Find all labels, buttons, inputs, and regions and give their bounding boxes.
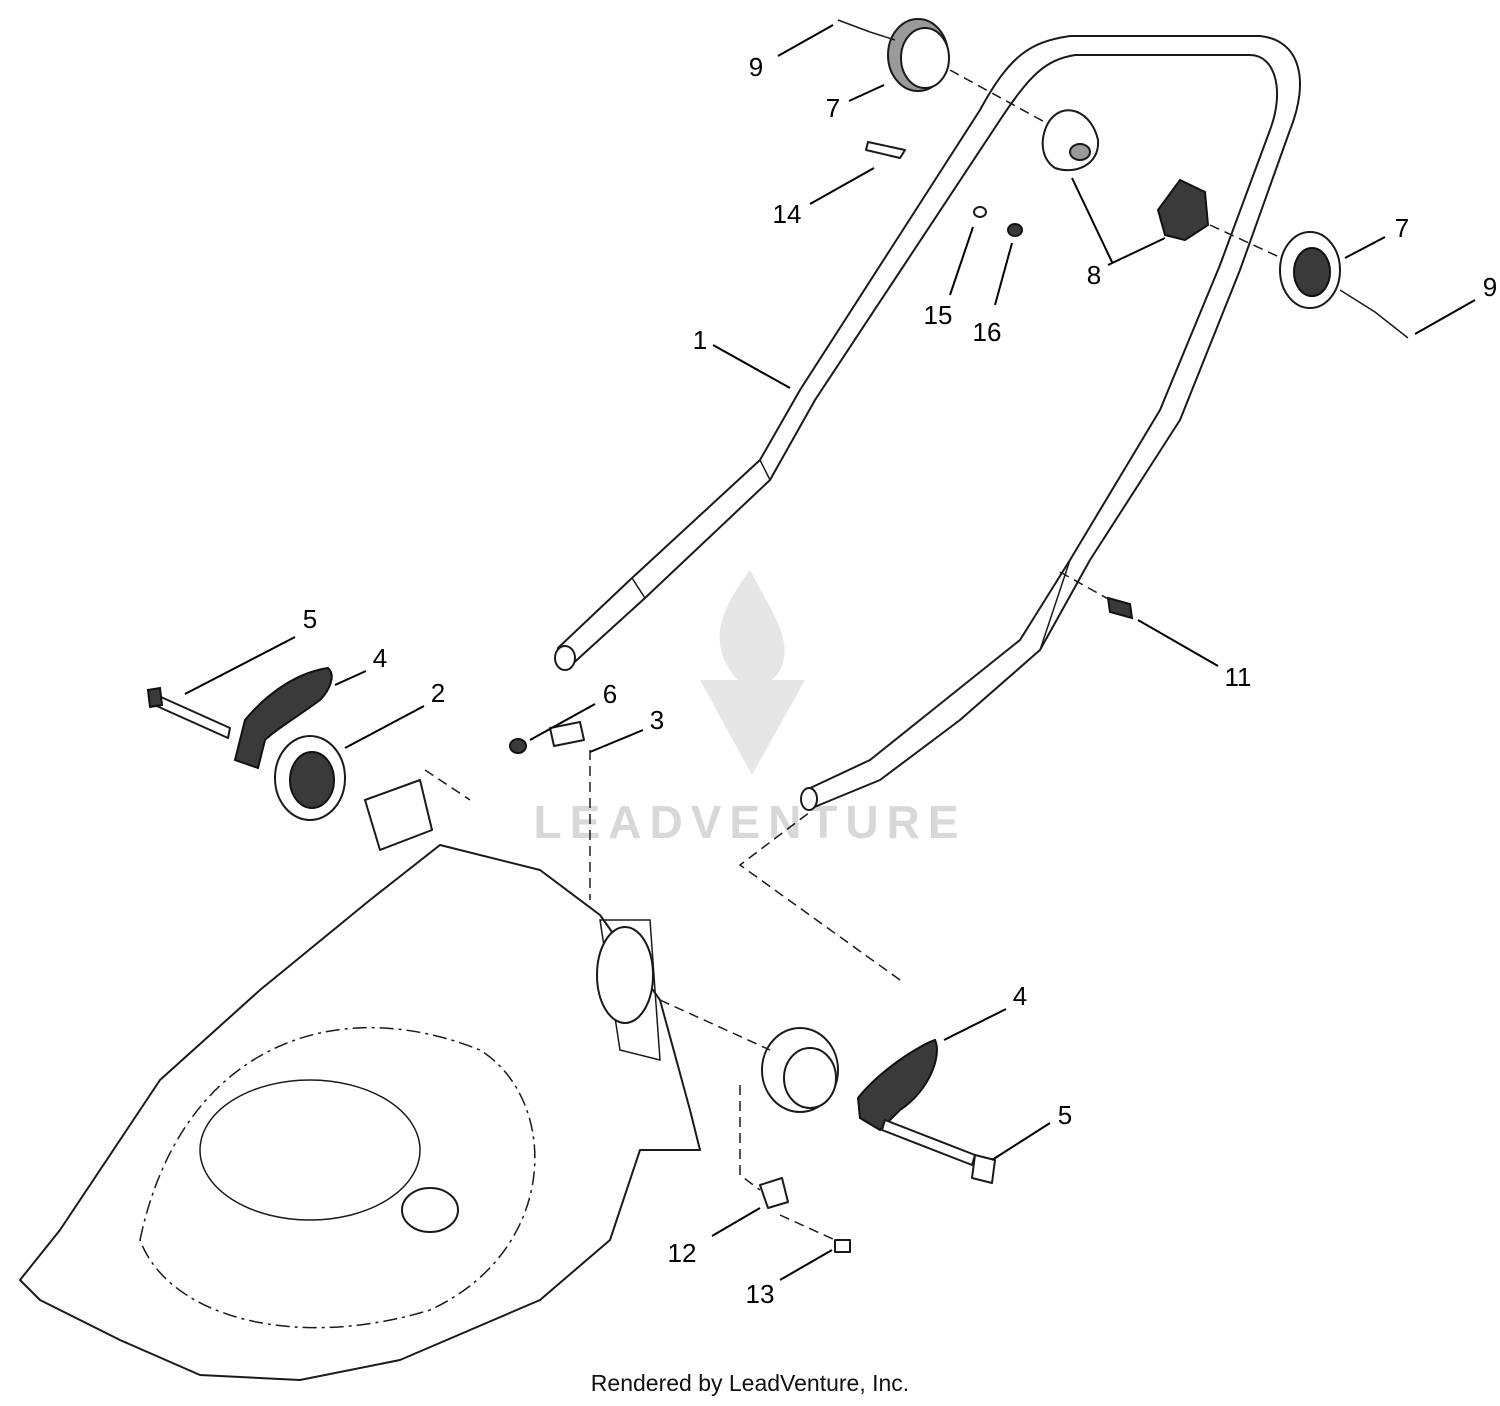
callout-label: 9	[749, 52, 763, 82]
callout-label: 7	[1395, 213, 1409, 243]
callout-label: 11	[1225, 662, 1252, 692]
nut-16	[1007, 223, 1023, 237]
bolt-13	[834, 1239, 851, 1253]
callout-label: 15	[924, 300, 953, 330]
callout-label: 9	[1483, 272, 1497, 302]
callout-label: 5	[303, 604, 317, 634]
washer-15	[973, 206, 987, 218]
callout-label: 7	[826, 93, 840, 123]
right-pivot-assembly	[761, 1027, 996, 1184]
callout-13: 13	[746, 1249, 833, 1309]
clip-11	[1106, 596, 1134, 620]
callout-1: 1	[693, 325, 791, 389]
callout-label: 12	[668, 1238, 697, 1268]
nut-6	[509, 738, 527, 754]
v-logo-icon	[700, 680, 805, 775]
handle-tube	[554, 35, 1301, 811]
bracket-3	[549, 721, 585, 747]
callout-8: 8	[1071, 177, 1166, 290]
pin-14	[865, 141, 906, 159]
callout-16: 16	[973, 242, 1013, 347]
bracket-12	[759, 1177, 789, 1209]
callout-label: 13	[746, 1279, 775, 1309]
callout-label: 16	[973, 317, 1002, 347]
callouts: 9 7 14 8 7 9 15 16	[184, 24, 1497, 1309]
footer-credit: Rendered by LeadVenture, Inc.	[590, 1370, 910, 1396]
callout-11: 11	[1137, 619, 1252, 692]
leadventure-watermark: LEADVENTURE	[533, 570, 966, 848]
watermark-text: LEADVENTURE	[533, 796, 966, 848]
callout-3: 3	[589, 705, 664, 753]
callout-5-right: 5	[991, 1100, 1072, 1161]
callout-9-right: 9	[1414, 272, 1497, 335]
knob-housing	[1041, 109, 1100, 172]
callout-label: 1	[693, 325, 707, 355]
knob-right	[1279, 231, 1409, 339]
callout-label: 4	[1013, 981, 1027, 1011]
callout-6: 6	[529, 679, 617, 741]
callout-2: 2	[344, 678, 445, 749]
callout-5-left: 5	[184, 604, 317, 695]
callout-7-right: 7	[1344, 213, 1409, 259]
left-pivot-assembly	[146, 666, 346, 821]
callout-12: 12	[668, 1207, 761, 1268]
callout-15: 15	[924, 226, 974, 330]
clamp-right	[1156, 178, 1291, 263]
callout-14: 14	[773, 167, 875, 229]
callout-label: 14	[773, 199, 802, 229]
callout-label: 3	[650, 705, 664, 735]
callout-7-top: 7	[826, 84, 885, 123]
callout-4-right: 4	[943, 981, 1027, 1041]
callout-4-left: 4	[334, 643, 387, 686]
callout-label: 5	[1058, 1100, 1072, 1130]
knob-left-top	[837, 18, 1051, 126]
callout-label: 8	[1087, 260, 1101, 290]
callout-label: 6	[603, 679, 617, 709]
callout-9-top: 9	[749, 24, 834, 82]
callout-label: 2	[431, 678, 445, 708]
mower-deck	[19, 750, 901, 1381]
callout-label: 4	[373, 643, 387, 673]
flame-icon	[719, 570, 785, 685]
